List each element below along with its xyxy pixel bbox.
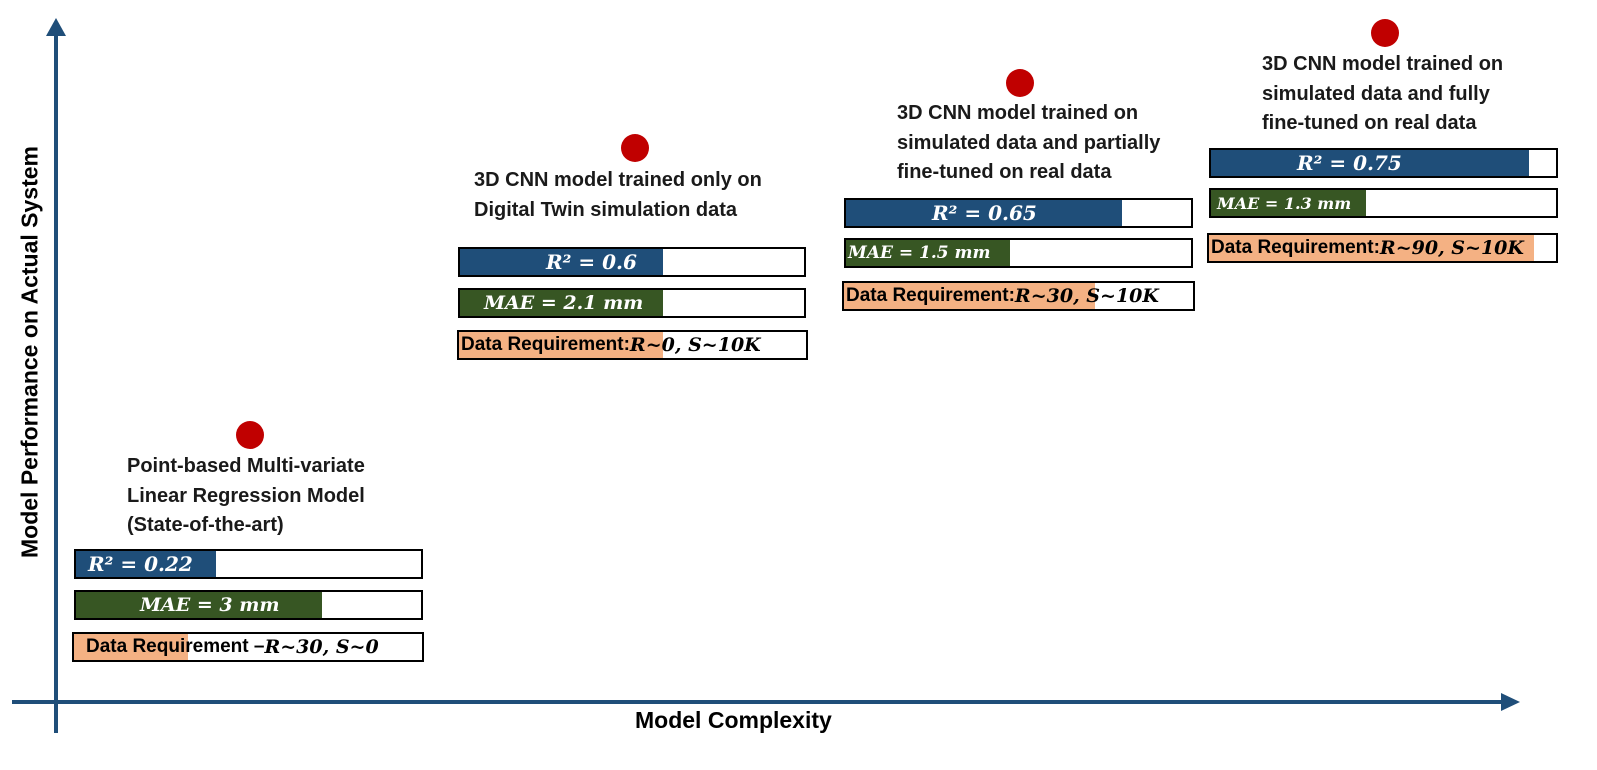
model-title-line: 3D CNN model trained on bbox=[897, 102, 1139, 124]
data-requirement-values: R~90, S~10K bbox=[1379, 237, 1524, 259]
data-requirement-label: Data Requirement: R~30, S~10K bbox=[846, 283, 1159, 309]
data-requirement-label: Data Requirement – R~30, S~0 bbox=[86, 634, 379, 660]
data-requirement-text: Data Requirement: bbox=[461, 334, 630, 355]
mae-bar-fill bbox=[460, 290, 663, 316]
data-requirement-bar: Data Requirement:R~0, S~10K bbox=[457, 330, 808, 360]
r2-bar-fill bbox=[76, 551, 216, 577]
mae-bar-label: MAE = 3 mm bbox=[140, 592, 279, 618]
mae-bar-label: MAE = 1.5 mm bbox=[848, 240, 991, 266]
mae-bar-fill bbox=[76, 592, 322, 618]
data-requirement-text: Data Requirement: bbox=[846, 285, 1015, 306]
model-title-line: Digital Twin simulation data bbox=[474, 198, 737, 221]
data-requirement-values: R~30, S~0 bbox=[264, 636, 379, 658]
mae-bar: MAE = 3 mm bbox=[74, 590, 423, 620]
mae-bar-text: MAE = 3 mm bbox=[140, 594, 280, 616]
r2-bar: R² = 0.22 bbox=[74, 549, 423, 579]
data-requirement-text: Data Requirement – bbox=[86, 636, 265, 657]
mae-bar: MAE = 1.5 mm bbox=[844, 238, 1193, 268]
mae-bar-text: MAE = 1.5 mm bbox=[848, 243, 991, 263]
r2-bar: R² = 0.65 bbox=[844, 198, 1193, 228]
data-requirement-fill bbox=[74, 634, 188, 660]
r2-bar-fill bbox=[460, 249, 663, 275]
r2-bar: R² = 0.6 bbox=[458, 247, 806, 277]
data-requirement-fill bbox=[844, 283, 1095, 309]
model-title-line: simulated data and fully bbox=[1262, 82, 1490, 105]
model-title-line: 3D CNN model trained only on bbox=[474, 169, 762, 191]
y-axis-label: Model Performance on Actual System bbox=[16, 146, 43, 558]
data-requirement-text: Data Requirement: bbox=[1211, 237, 1380, 258]
model-title-line: (State-of-the-art) bbox=[127, 514, 284, 536]
model-title: 3D CNN model trained on simulated data a… bbox=[897, 99, 1160, 188]
x-axis-arrowhead bbox=[1501, 693, 1520, 711]
data-requirement-values: R~0, S~10K bbox=[629, 334, 761, 356]
performance-marker bbox=[236, 421, 264, 449]
model-title: 3D CNN model trained only on Digital Twi… bbox=[474, 166, 762, 225]
model-title-line: Point-based Multi-variate bbox=[127, 455, 365, 477]
r2-bar-fill bbox=[1211, 150, 1529, 176]
mae-bar: MAE = 2.1 mm bbox=[458, 288, 806, 318]
model-title-line: 3D CNN model trained on bbox=[1262, 53, 1504, 75]
data-requirement-label: Data Requirement:R~0, S~10K bbox=[461, 332, 761, 358]
mae-bar-text: MAE = 2.1 mm bbox=[484, 292, 644, 314]
performance-marker bbox=[621, 134, 649, 162]
mae-bar-label: MAE = 1.3 mm bbox=[1217, 190, 1351, 216]
data-requirement-bar: Data Requirement – R~30, S~0 bbox=[72, 632, 424, 662]
model-title-line: Linear Regression Model bbox=[127, 484, 365, 507]
performance-marker bbox=[1371, 19, 1399, 47]
mae-bar-label: MAE = 2.1 mm bbox=[484, 290, 643, 316]
performance-marker bbox=[1006, 69, 1034, 97]
data-requirement-label: Data Requirement: R~90, S~10K bbox=[1211, 235, 1524, 261]
model-title-line: simulated data and partially bbox=[897, 131, 1161, 154]
model-title: Point-based Multi-variate Linear Regress… bbox=[127, 452, 365, 541]
mae-bar-fill bbox=[1211, 190, 1366, 216]
r2-bar-label: R² = 0.65 bbox=[932, 201, 1037, 225]
data-requirement-fill bbox=[1209, 235, 1534, 261]
model-title: 3D CNN model trained on simulated data a… bbox=[1262, 50, 1503, 139]
data-requirement-bar: Data Requirement: R~30, S~10K bbox=[842, 281, 1195, 311]
model-title-line: fine-tuned on real data bbox=[897, 161, 1112, 183]
model-title-line: fine-tuned on real data bbox=[1262, 112, 1477, 134]
r2-bar-fill bbox=[846, 200, 1122, 226]
r2-bar-label: R² = 0.75 bbox=[1297, 151, 1402, 175]
r2-bar: R² = 0.75 bbox=[1209, 148, 1558, 178]
mae-bar: MAE = 1.3 mm bbox=[1209, 188, 1558, 218]
mae-bar-fill bbox=[846, 240, 1010, 266]
x-axis-label: Model Complexity bbox=[635, 707, 832, 733]
y-axis-arrowhead bbox=[46, 18, 66, 36]
data-requirement-fill bbox=[459, 332, 663, 358]
data-requirement-bar: Data Requirement: R~90, S~10K bbox=[1207, 233, 1558, 263]
mae-bar-text: MAE = 1.3 mm bbox=[1217, 193, 1352, 213]
r2-bar-label: R² = 0.6 bbox=[546, 250, 637, 274]
data-requirement-values: R~30, S~10K bbox=[1014, 285, 1159, 307]
r2-bar-label: R² = 0.22 bbox=[88, 552, 193, 576]
